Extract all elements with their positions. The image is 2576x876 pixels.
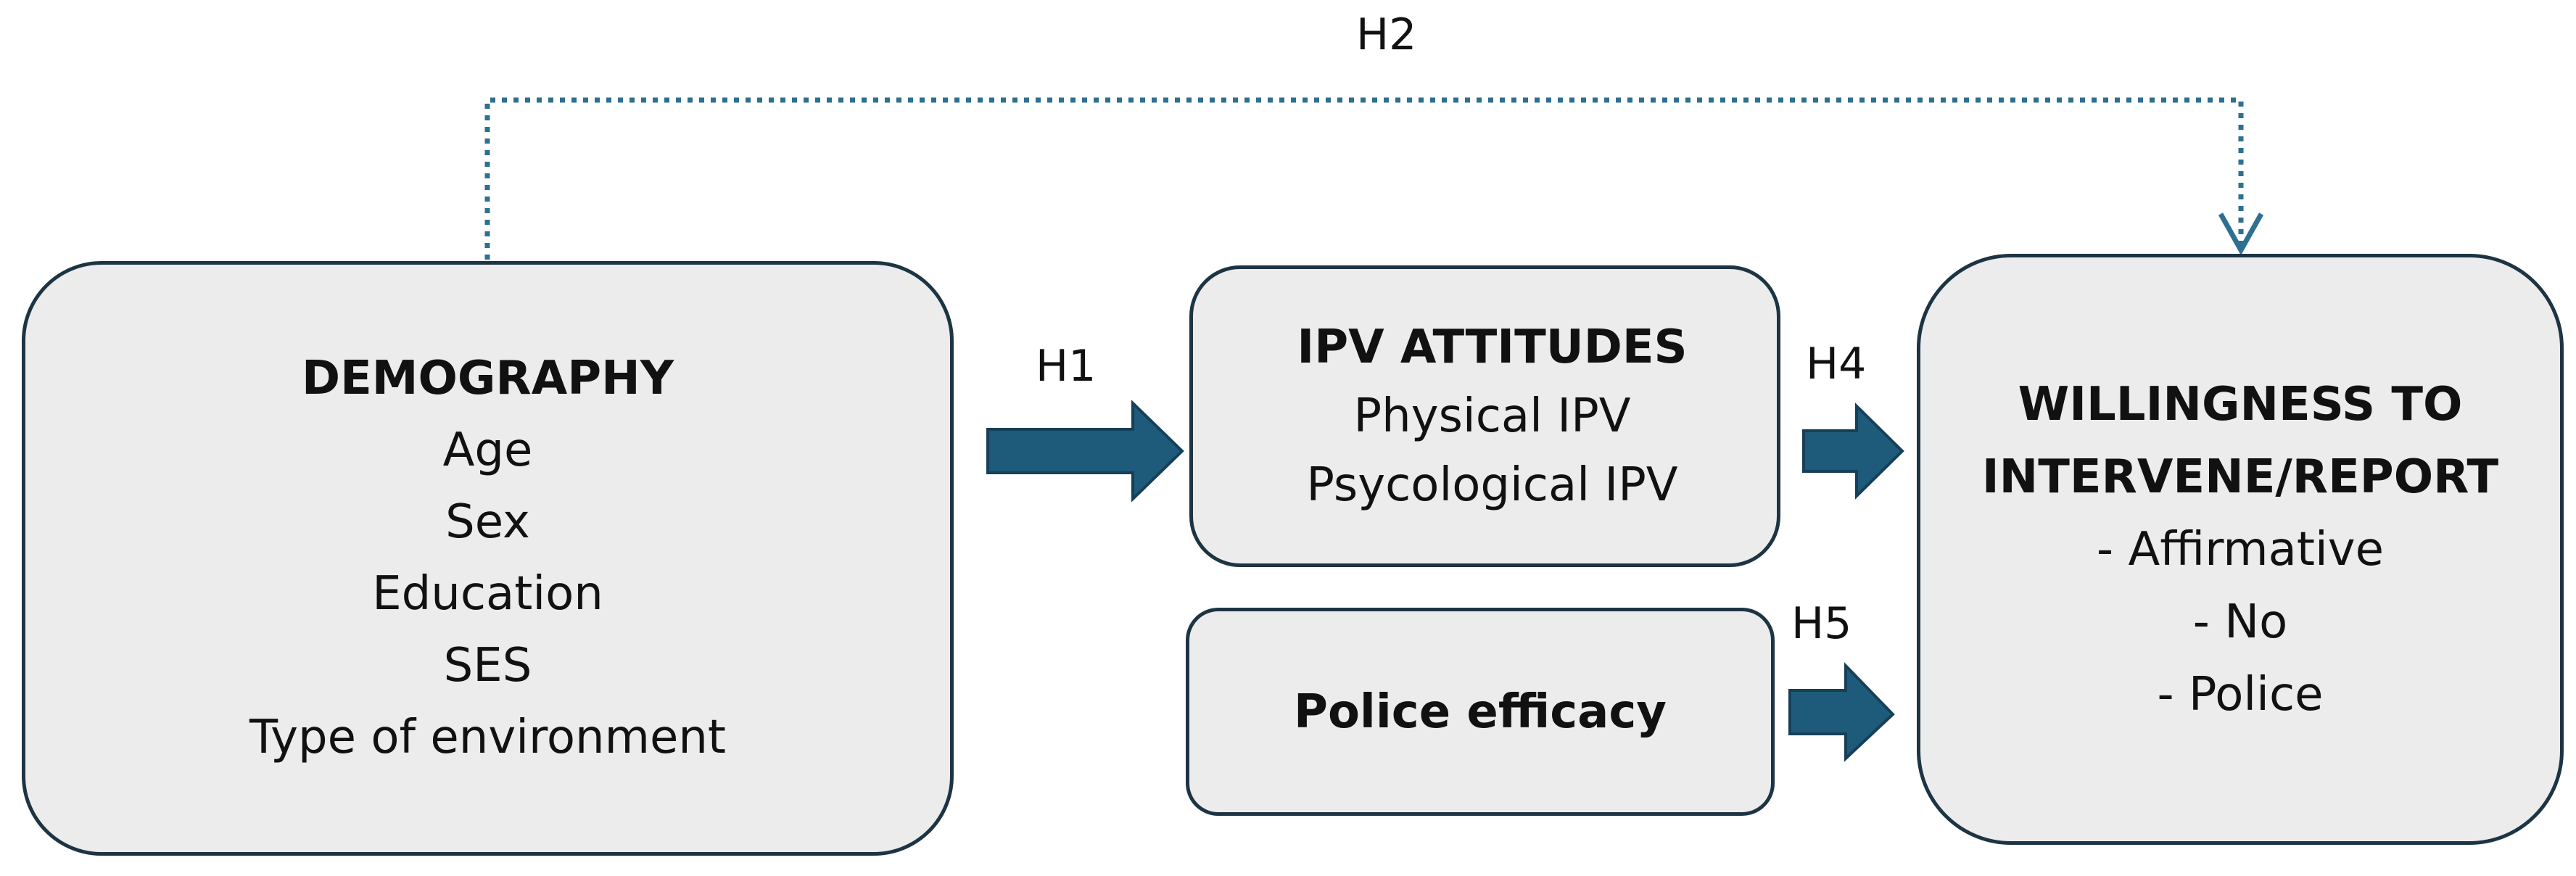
h1-label: H1 <box>1036 341 1097 392</box>
h4-label: H4 <box>1806 339 1867 389</box>
ipv-item: Physical IPV <box>1353 389 1631 443</box>
h2-label: H2 <box>1356 9 1417 60</box>
demography-item: Type of environment <box>249 711 726 764</box>
h5-block-arrow <box>1788 662 1895 762</box>
willingness-item: - Police <box>2157 667 2324 722</box>
demography-item: Age <box>442 423 533 477</box>
h2-arrowhead <box>2218 212 2264 256</box>
demography-title: DEMOGRAPHY <box>301 352 674 405</box>
h1-block-arrow <box>986 400 1184 503</box>
ipv-item: Psycological IPV <box>1306 458 1678 512</box>
ipv-attitudes-text: IPV ATTITUDES Physical IPV Psycological … <box>1282 313 1687 520</box>
police-efficacy-box: Police efficacy <box>1186 608 1775 816</box>
willingness-title-line-2: INTERVENE/REPORT <box>1981 450 2499 504</box>
willingness-box: WILLINGNESS TO INTERVENE/REPORT - Affirm… <box>1917 254 2564 845</box>
ipv-attitudes-box: IPV ATTITUDES Physical IPV Psycological … <box>1189 265 1780 567</box>
ipv-attitudes-title: IPV ATTITUDES <box>1297 320 1688 374</box>
h4-block-arrow <box>1802 402 1904 500</box>
willingness-title-line-1: WILLINGNESS TO <box>2018 377 2463 431</box>
willingness-item: - No <box>2192 595 2288 649</box>
h2-dotted-connector <box>484 97 2244 260</box>
demography-item: Sex <box>445 495 530 549</box>
h5-label: H5 <box>1791 598 1852 649</box>
demography-item: Education <box>372 567 603 621</box>
demography-box: DEMOGRAPHY Age Sex Education SES Type of… <box>22 261 954 856</box>
demography-item: SES <box>443 639 532 693</box>
willingness-item: - Affirmative <box>2097 522 2384 577</box>
police-efficacy-title: Police efficacy <box>1294 685 1667 739</box>
